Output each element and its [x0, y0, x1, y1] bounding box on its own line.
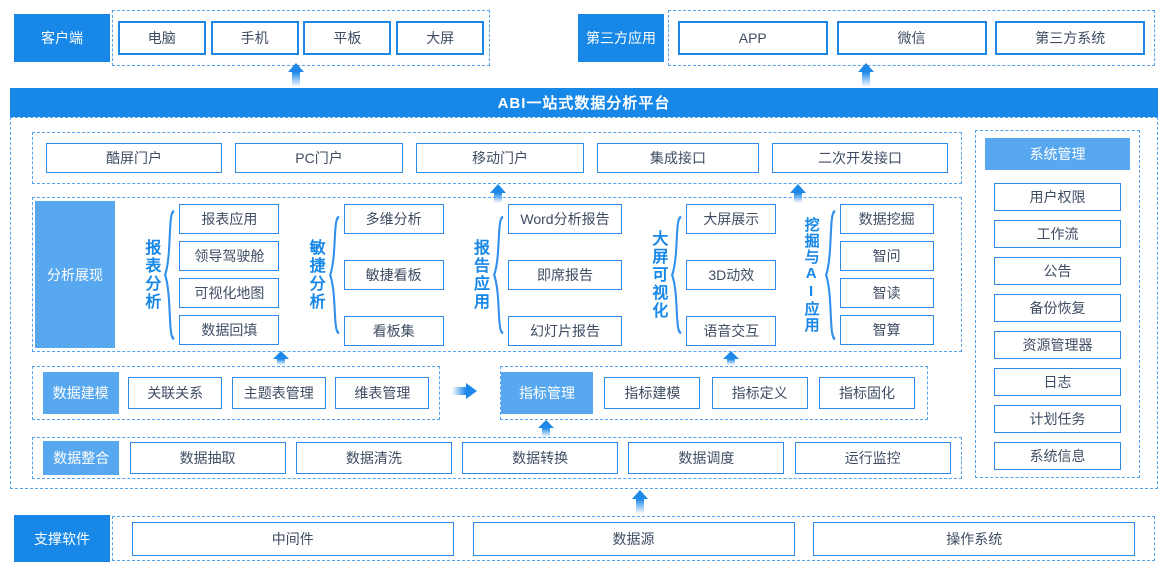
group-item: 报表应用	[179, 203, 280, 234]
group-title: 挖掘与AI应用	[802, 216, 820, 333]
integration-item: 数据转换	[462, 442, 619, 474]
integration-row-label: 数据整合	[43, 441, 120, 475]
group-item: 多维分析	[343, 203, 444, 234]
client-devices-container: 电脑 手机 平板 大屏	[112, 10, 490, 66]
modeling-item: 主题表管理	[231, 377, 326, 409]
support-item: 数据源	[472, 521, 795, 556]
modeling-row-label: 数据建模	[42, 372, 119, 414]
client-label: 客户端	[14, 14, 110, 62]
portal-item: 二次开发接口	[772, 143, 948, 173]
integration-row: 数据整合 数据抽取 数据清洗 数据转换 数据调度 运行监控	[32, 437, 962, 479]
metrics-row: 指标管理 指标建模 指标定义 指标固化	[500, 366, 928, 420]
modeling-row: 数据建模 关联关系 主题表管理 维表管理	[32, 366, 440, 420]
arrow-up-icon	[537, 420, 555, 437]
metric-item: 指标固化	[818, 377, 915, 409]
group-item: 3D动效	[686, 259, 777, 290]
system-header: 系统管理	[985, 138, 1130, 170]
analysis-group: 报表分析 报表应用 领导驾驶舱 可视化地图 数据回填	[142, 203, 280, 346]
portal-item: PC门户	[235, 143, 403, 173]
group-item: 领导驾驶舱	[179, 240, 280, 271]
system-items: 用户权限 工作流 公告 备份恢复 资源管理器 日志 计划任务 系统信息	[994, 183, 1121, 470]
arrow-up-icon	[631, 490, 649, 514]
platform-container	[10, 117, 1158, 489]
analysis-row-label: 分析展现	[35, 201, 115, 348]
analysis-row: 分析展现 报表分析 报表应用 领导驾驶舱 可视化地图 数据回填 敏捷分析 多维分…	[32, 197, 962, 352]
arrow-up-icon	[272, 351, 290, 365]
group-item: 语音交互	[686, 315, 777, 346]
brace-icon	[492, 215, 504, 334]
group-item: Word分析报告	[507, 203, 622, 234]
system-item: 备份恢复	[994, 294, 1121, 322]
client-item: 手机	[210, 21, 299, 55]
system-item: 计划任务	[994, 405, 1121, 433]
modeling-item: 维表管理	[335, 377, 430, 409]
arrow-right-icon	[452, 383, 477, 399]
system-item: 系统信息	[994, 442, 1121, 470]
support-item: 中间件	[131, 521, 454, 556]
group-title: 敏捷分析	[306, 238, 324, 311]
support-label: 支撑软件	[14, 515, 110, 562]
portal-item: 集成接口	[597, 143, 759, 173]
third-party-container: APP 微信 第三方系统	[668, 10, 1155, 66]
portal-item: 移动门户	[416, 143, 584, 173]
system-item: 日志	[994, 368, 1121, 396]
metric-item: 指标建模	[604, 377, 701, 409]
arrow-up-icon	[489, 184, 507, 203]
group-item: 看板集	[343, 315, 444, 346]
brace-icon	[824, 209, 835, 340]
integration-item: 数据清洗	[295, 442, 452, 474]
system-item: 用户权限	[994, 183, 1121, 211]
support-container: 中间件 数据源 操作系统	[112, 516, 1155, 561]
group-item: 智读	[839, 278, 934, 309]
banner-title: ABI一站式数据分析平台	[10, 88, 1158, 117]
group-item: 幻灯片报告	[507, 315, 622, 346]
group-item: 智问	[839, 240, 934, 271]
client-item: 大屏	[396, 21, 485, 55]
brace-icon	[671, 215, 682, 334]
support-item: 操作系统	[813, 521, 1136, 556]
metric-hub: 指标管理	[501, 372, 593, 414]
portal-row: 酷屏门户 PC门户 移动门户 集成接口 二次开发接口	[32, 132, 962, 184]
client-item: 电脑	[117, 21, 206, 55]
analysis-group: 大屏可视化 大屏展示 3D动效 语音交互	[649, 203, 777, 346]
group-title: 大屏可视化	[649, 229, 667, 320]
group-item: 即席报告	[507, 259, 622, 290]
group-item: 数据回填	[179, 315, 280, 346]
integration-item: 运行监控	[794, 442, 951, 474]
client-item: 平板	[303, 21, 392, 55]
modeling-item: 关联关系	[128, 377, 223, 409]
arrow-up-icon	[722, 351, 740, 365]
analysis-group: 报告应用 Word分析报告 即席报告 幻灯片报告	[470, 203, 622, 346]
group-title: 报表分析	[142, 238, 160, 311]
metric-item: 指标定义	[711, 377, 808, 409]
system-sidebar: 系统管理 用户权限 工作流 公告 备份恢复 资源管理器 日志 计划任务 系统信息	[975, 130, 1140, 478]
analysis-group: 敏捷分析 多维分析 敏捷看板 看板集	[306, 203, 444, 346]
arrow-up-icon	[287, 63, 305, 87]
arrow-up-icon	[857, 63, 875, 87]
system-item: 公告	[994, 257, 1121, 285]
group-item: 智算	[839, 315, 934, 346]
third-party-item: APP	[677, 21, 828, 55]
brace-icon	[328, 215, 339, 334]
third-party-item: 第三方系统	[995, 21, 1146, 55]
system-item: 工作流	[994, 220, 1121, 248]
group-title: 报告应用	[470, 238, 488, 311]
portal-item: 酷屏门户	[46, 143, 222, 173]
group-item: 敏捷看板	[343, 259, 444, 290]
integration-item: 数据调度	[628, 442, 785, 474]
arrow-up-icon	[789, 184, 807, 203]
third-party-label: 第三方应用	[578, 14, 664, 62]
group-item: 大屏展示	[686, 203, 777, 234]
analysis-group: 挖掘与AI应用 数据挖掘 智问 智读 智算	[802, 203, 934, 346]
group-item: 数据挖掘	[839, 203, 934, 234]
system-item: 资源管理器	[994, 331, 1121, 359]
brace-icon	[164, 209, 175, 340]
third-party-item: 微信	[836, 21, 987, 55]
group-item: 可视化地图	[179, 278, 280, 309]
integration-item: 数据抽取	[129, 442, 286, 474]
